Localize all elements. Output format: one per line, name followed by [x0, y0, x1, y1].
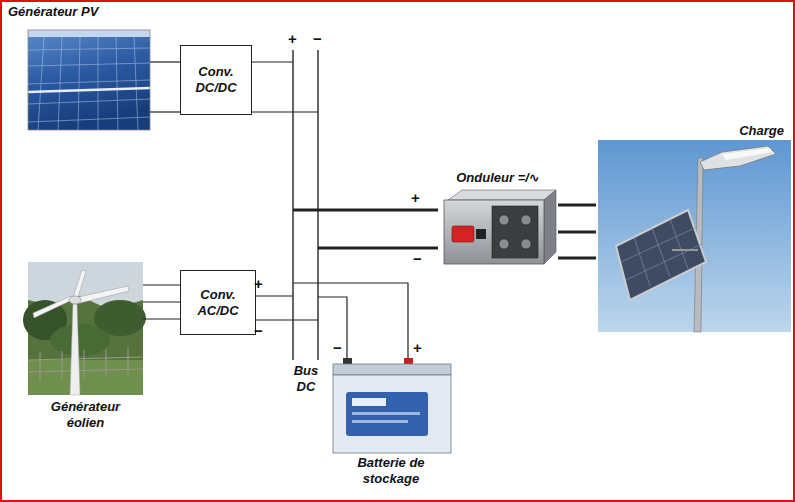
power-wire — [293, 210, 438, 248]
label-slot: + — [254, 276, 263, 292]
polarity-sign: − — [413, 251, 422, 267]
wire — [143, 318, 180, 319]
inverter-picture — [444, 190, 556, 264]
label-slot: + — [288, 31, 297, 47]
wire — [293, 283, 408, 358]
wind-generator: Générateur éolien — [28, 262, 143, 442]
converter-box: Conv. AC/DC — [180, 270, 256, 335]
converter-box: Conv. DC/DC — [180, 45, 252, 115]
polarity-sign: − — [313, 31, 322, 47]
label-slot: Bus DC — [288, 363, 324, 395]
label-slot: − — [333, 340, 342, 356]
polarity-sign: + — [411, 190, 420, 206]
wire — [318, 297, 347, 358]
polarity-sign: + — [413, 340, 422, 356]
wire — [252, 111, 318, 112]
power-wire — [558, 205, 596, 258]
storage-battery: Batterie de stockage — [330, 358, 452, 496]
label-slot: − — [254, 323, 263, 339]
dc-bus: Bus DC — [282, 48, 330, 394]
power-wire — [293, 283, 408, 358]
power-wire — [150, 62, 180, 112]
wire — [558, 204, 596, 207]
wire — [256, 319, 318, 320]
wire — [558, 257, 596, 260]
wire — [293, 209, 438, 212]
wire — [150, 111, 180, 112]
label-slot: Onduleur =/∿ — [438, 170, 558, 186]
load: Charge — [596, 122, 791, 334]
node-label: Charge — [596, 123, 784, 139]
node-label: Batterie de stockage — [341, 455, 441, 487]
wire — [256, 295, 293, 296]
node-label: Conv. DC/DC — [181, 62, 251, 98]
power-wire — [256, 296, 318, 320]
label-slot: Charge — [596, 123, 784, 139]
street-lamp-picture — [598, 140, 791, 332]
inverter: Onduleur =/∿ — [438, 168, 558, 268]
wire — [558, 231, 596, 234]
wind-turbine-picture — [23, 262, 146, 395]
label-slot: + — [413, 340, 422, 356]
node-label: Onduleur =/∿ — [438, 170, 558, 186]
polarity-sign: − — [254, 323, 263, 339]
battery-picture — [333, 358, 451, 453]
node-label: Générateur éolien — [37, 399, 134, 431]
polarity-sign: − — [333, 340, 342, 356]
pv-panel-picture — [28, 30, 150, 130]
label-slot: Générateur PV — [8, 4, 150, 20]
wire — [143, 301, 180, 302]
pv-generator: Générateur PV — [8, 4, 150, 132]
label-slot: − — [313, 31, 322, 47]
label-slot: + — [411, 190, 420, 206]
label-slot: Batterie de stockage — [341, 455, 441, 487]
polarity-sign: + — [288, 31, 297, 47]
wire — [252, 61, 293, 62]
label-slot: − — [413, 251, 422, 267]
power-wire — [252, 62, 318, 112]
node-label: Bus DC — [288, 363, 324, 395]
wire — [318, 247, 438, 250]
power-wire — [143, 285, 180, 319]
dc-bus-bars — [293, 50, 318, 360]
wire — [150, 61, 180, 62]
node-label: Conv. AC/DC — [181, 285, 255, 321]
node-label: Générateur PV — [8, 4, 150, 20]
wire — [143, 284, 180, 285]
label-slot: Générateur éolien — [37, 399, 134, 431]
polarity-sign: + — [254, 276, 263, 292]
